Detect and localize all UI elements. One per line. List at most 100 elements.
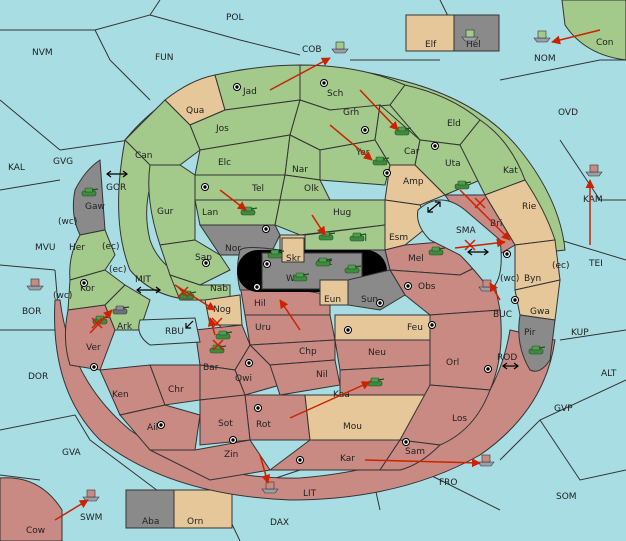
label-dax: DAX: [270, 518, 289, 528]
region-rot[interactable]: [244, 394, 311, 441]
label-uta: Uta: [445, 159, 461, 169]
label-bri: Bri: [490, 219, 502, 229]
label-som: SOM: [556, 492, 577, 502]
label-chr: Chr: [168, 385, 184, 395]
region-hel[interactable]: [453, 14, 500, 52]
rbu-sea: [138, 317, 201, 346]
region-skr2: [281, 237, 305, 263]
label-bor: BOR: [22, 307, 41, 317]
region-elf[interactable]: [405, 14, 455, 52]
label-qua: Qua: [186, 106, 204, 116]
label-alt: ALT: [601, 369, 617, 379]
label-eun: Eun: [324, 295, 341, 305]
label-cow: Cow: [26, 526, 45, 536]
label-wc1: (wc): [58, 217, 77, 227]
region-amp[interactable]: [384, 164, 446, 206]
label-her: Her: [69, 243, 85, 253]
region-pir[interactable]: [518, 314, 556, 372]
label-fro: FRO: [439, 478, 458, 488]
label-mel: Mel: [408, 254, 424, 264]
double-arrow-icon: [106, 170, 519, 370]
region-orn[interactable]: [173, 489, 233, 529]
label-orl: Orl: [446, 358, 459, 368]
label-qwi: Qwi: [235, 374, 252, 384]
region-her[interactable]: [69, 229, 116, 281]
region-cow[interactable]: [0, 477, 63, 541]
label-nog: Nog: [213, 305, 231, 315]
label-obs: Obs: [418, 282, 436, 292]
label-wc3: (wc): [500, 274, 519, 284]
region-kaa[interactable]: [339, 364, 431, 396]
label-skr: Skr: [286, 254, 301, 264]
region-sun[interactable]: [347, 269, 406, 311]
label-sot: Sot: [218, 419, 233, 429]
label-hil: Hil: [254, 299, 266, 309]
label-hel: Hel: [466, 40, 481, 50]
label-elf: Elf: [425, 40, 437, 50]
label-kal: KAL: [8, 163, 25, 173]
label-swm: SWM: [80, 513, 102, 523]
region-gur[interactable]: [148, 164, 196, 246]
label-dor: DOR: [28, 372, 48, 382]
label-hug: Hug: [333, 208, 351, 218]
label-aba: Aba: [142, 517, 159, 527]
label-grh: Grh: [343, 108, 359, 118]
label-gvp: GVP: [554, 404, 573, 414]
label-amp: Amp: [403, 177, 424, 187]
label-uru: Uru: [255, 323, 271, 333]
label-kar: Kar: [340, 454, 355, 464]
label-mvu: MVU: [35, 243, 56, 253]
order-arrows: [54, 29, 601, 521]
label-rod: ROD: [497, 353, 517, 363]
region-can[interactable]: [124, 99, 201, 166]
label-ver: Ver: [86, 343, 101, 353]
label-olk: Olk: [304, 184, 320, 194]
label-gwa: Gwa: [530, 307, 550, 317]
label-rot: Rot: [256, 420, 271, 430]
label-orn: Orn: [187, 517, 203, 527]
label-gaw: Gaw: [85, 202, 105, 212]
label-ec1: (ec): [102, 242, 120, 252]
label-sun: Sun: [361, 295, 378, 305]
region-orl[interactable]: [429, 309, 502, 391]
label-lan: Lan: [202, 208, 218, 218]
label-elc: Elc: [218, 158, 231, 168]
label-jad: Jad: [242, 87, 257, 97]
label-tel: Tel: [251, 184, 264, 194]
label-rie: Rie: [522, 202, 537, 212]
label-buc: BUC: [493, 310, 512, 320]
label-esm: Esm: [389, 233, 408, 243]
label-byn: Byn: [524, 274, 541, 284]
label-rbu: RBU: [165, 327, 184, 337]
label-cob: COB: [302, 45, 322, 55]
label-kat: Kat: [503, 166, 518, 176]
label-zin: Zin: [224, 450, 238, 460]
label-pol: POL: [226, 13, 244, 23]
region-sam[interactable]: [379, 439, 442, 471]
region-aba[interactable]: [125, 489, 175, 529]
label-gur: Gur: [157, 207, 174, 217]
label-can: Can: [135, 151, 153, 161]
label-yor: Yor: [355, 148, 370, 158]
map-labels: POL NVM FUN COB NOM OVD KAL GVG GOR MVU …: [8, 13, 617, 536]
label-gvg: GVG: [53, 157, 73, 167]
label-ec2: (ec): [109, 265, 127, 275]
label-feu: Feu: [407, 323, 423, 333]
label-chp: Chp: [299, 347, 317, 357]
label-sam: Sam: [405, 447, 425, 457]
label-nor: Nor: [225, 244, 241, 254]
label-kor: Kor: [80, 284, 95, 294]
supply-centers: [80, 79, 519, 464]
label-ken: Ken: [112, 390, 129, 400]
label-eld: Eld: [447, 119, 461, 129]
label-los: Los: [452, 414, 467, 424]
label-fun: FUN: [155, 53, 174, 63]
label-mit: MIT: [135, 275, 151, 285]
label-nvm: NVM: [32, 48, 53, 58]
label-nab: Nab: [210, 284, 228, 294]
label-kam: KAM: [583, 195, 603, 205]
label-mou: Mou: [343, 422, 362, 432]
label-bar: Bar: [203, 363, 219, 373]
label-jos: Jos: [215, 124, 229, 134]
